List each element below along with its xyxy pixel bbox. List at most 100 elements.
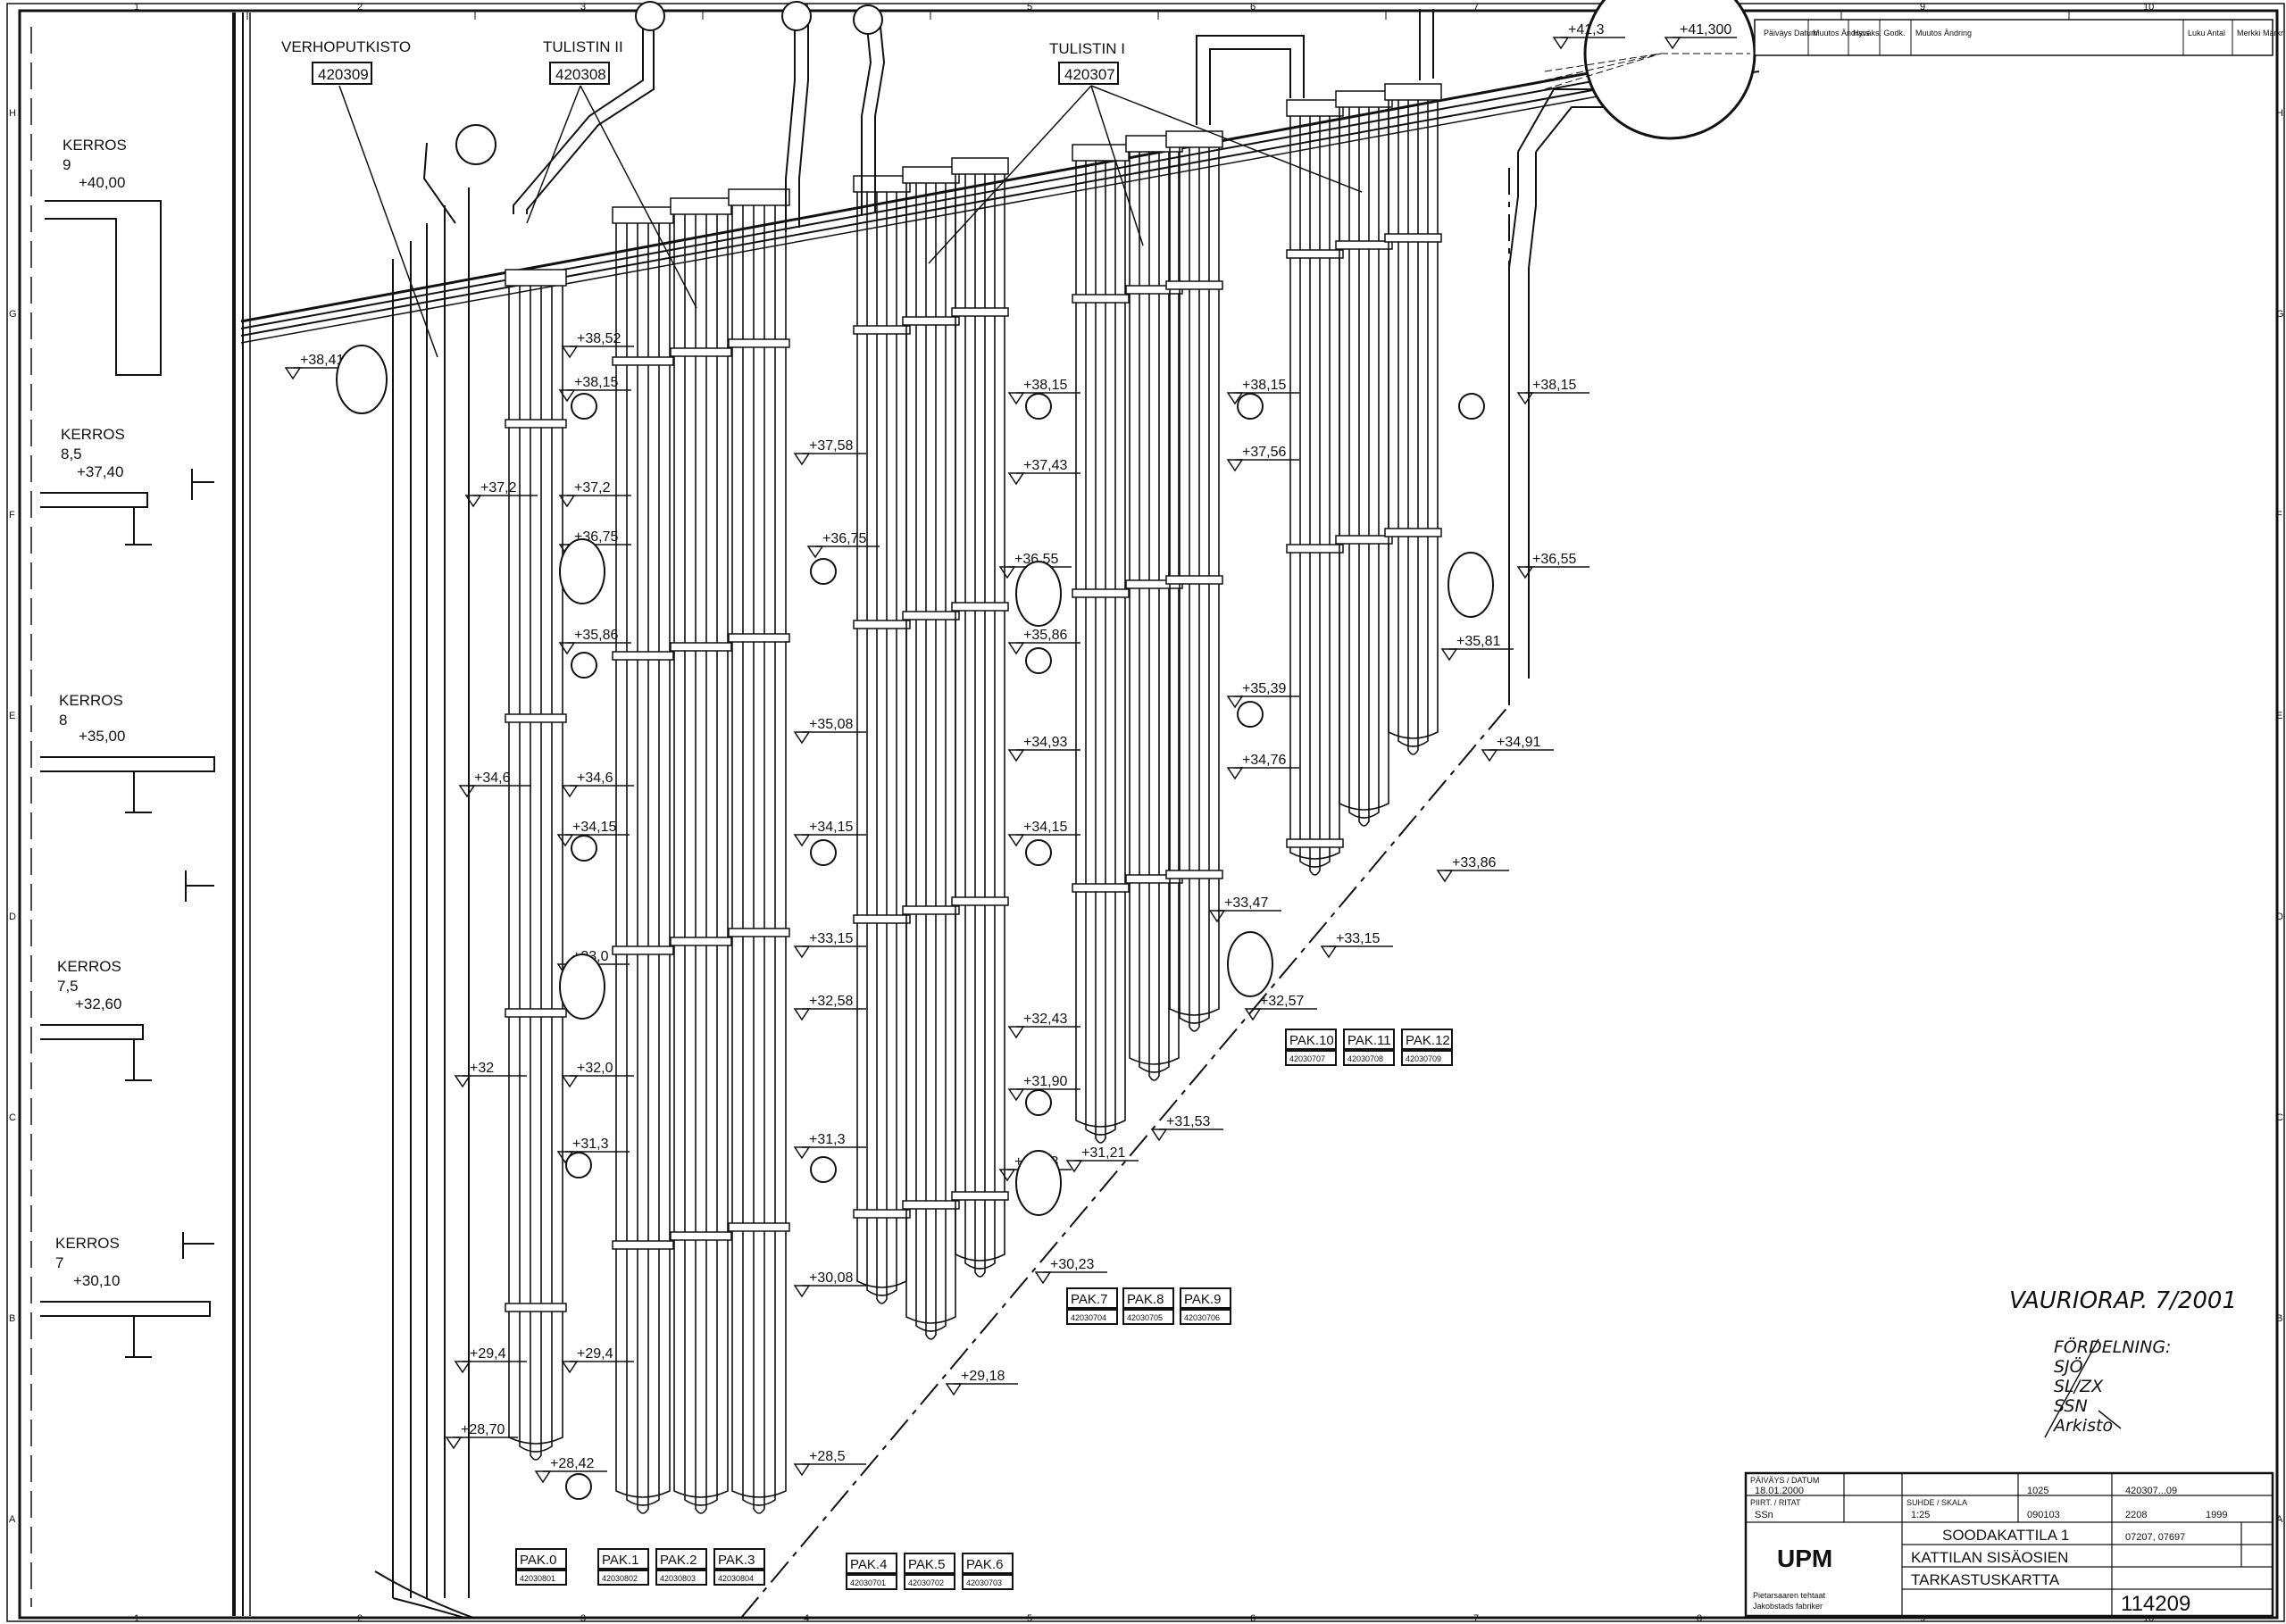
svg-text:SSn: SSn [1755, 1510, 1773, 1520]
row-marker: B [2276, 1313, 2282, 1324]
svg-text:42030804: 42030804 [718, 1574, 754, 1583]
elevation-marker: +32,58 [793, 994, 866, 1021]
tube-package [1335, 90, 1393, 827]
svg-text:KERROS: KERROS [57, 958, 121, 975]
roof-tubes [240, 9, 1760, 679]
handwritten-notes: VAURIORAP. 7/2001 FÖRDELNING: SJÖ SL/ZX … [2009, 1287, 2237, 1438]
svg-text:+38,15: +38,15 [1532, 378, 1576, 393]
svg-text:+28,5: +28,5 [809, 1449, 846, 1464]
svg-text:+38,15: +38,15 [1242, 378, 1286, 393]
svg-text:SL/ZX: SL/ZX [2054, 1377, 2104, 1396]
svg-text:PAK.4: PAK.4 [850, 1557, 887, 1572]
svg-text:+28,42: +28,42 [550, 1456, 594, 1471]
svg-text:+32,60: +32,60 [75, 995, 121, 1012]
svg-text:PAK.2: PAK.2 [660, 1553, 697, 1568]
row-marker: C [2276, 1112, 2283, 1123]
svg-text:Merkki Märkn: Merkki Märkn [2237, 29, 2285, 37]
elevation-marker: +37,2 [558, 480, 631, 508]
svg-text:Muutos Ändrars: Muutos Ändrars [1813, 29, 1870, 37]
elevation-marker: +30,23 [1034, 1257, 1107, 1285]
svg-text:PAK.3: PAK.3 [718, 1553, 755, 1568]
column-marker: 10 [2143, 2, 2154, 12]
tube-package [670, 197, 732, 1514]
svg-text:+34,6: +34,6 [577, 770, 613, 786]
row-marker: A [2276, 1514, 2283, 1525]
column-marker: 8 [1697, 1613, 1702, 1624]
plant-name: SOODAKATTILA 1 [1942, 1527, 2069, 1544]
tube-package [505, 269, 567, 1461]
svg-text:+40,00: +40,00 [79, 174, 125, 191]
svg-text:07207, 07697: 07207, 07697 [2125, 1532, 2185, 1543]
svg-text:7: 7 [55, 1254, 63, 1271]
boiler-wall [30, 12, 474, 1619]
svg-text:+35,86: +35,86 [1023, 628, 1067, 643]
outer-frame [6, 3, 2285, 1622]
row-marker: E [9, 711, 15, 721]
section-name-verhoputkisto: VERHOPUTKISTO [281, 38, 411, 55]
svg-text:PAK.11: PAK.11 [1347, 1033, 1391, 1048]
svg-text:42030803: 42030803 [660, 1574, 696, 1583]
row-marker: D [9, 912, 16, 922]
svg-text:KERROS: KERROS [61, 426, 125, 443]
svg-text:+32,57: +32,57 [1260, 994, 1304, 1009]
svg-text:Muutos Ändring: Muutos Ändring [1915, 29, 1972, 37]
svg-text:+37,43: +37,43 [1023, 458, 1067, 473]
elevation-marker: +34,15 [556, 820, 630, 847]
svg-text:PAK.5: PAK.5 [908, 1557, 945, 1572]
svg-text:PÄIVÄYS / DATUM: PÄIVÄYS / DATUM [1750, 1476, 1819, 1485]
section-code-420307: 420307 [1064, 66, 1115, 83]
elevation-marker: +37,43 [1007, 458, 1080, 486]
svg-text:+31,90: +31,90 [1023, 1074, 1067, 1089]
svg-text:+31,3: +31,3 [809, 1132, 846, 1147]
elevation-marker: +33,15 [793, 931, 866, 959]
svg-text:1999: 1999 [2206, 1510, 2227, 1520]
tube-package [1286, 99, 1344, 876]
svg-text:8,5: 8,5 [61, 446, 82, 462]
elevation-marker: +34,76 [1226, 753, 1299, 780]
tube-package [951, 157, 1009, 1278]
svg-text:+34,15: +34,15 [809, 820, 853, 835]
damage-report-note: VAURIORAP. 7/2001 [2009, 1287, 2237, 1314]
tube-package [1165, 130, 1223, 1032]
company-logo: UPM [1777, 1545, 1832, 1572]
row-marker: H [9, 108, 16, 119]
svg-text:Jakobstads fabriker: Jakobstads fabriker [1753, 1602, 1823, 1611]
svg-text:8: 8 [59, 712, 67, 729]
svg-text:1025: 1025 [2027, 1486, 2048, 1496]
svg-text:+31,21: +31,21 [1081, 1145, 1125, 1161]
elevation-marker: +35,39 [1226, 681, 1299, 709]
svg-text:+30,08: +30,08 [809, 1270, 853, 1286]
column-marker: 2 [357, 2, 363, 12]
elevation-marker: +35,08 [793, 717, 866, 745]
svg-text:42030707: 42030707 [1289, 1054, 1325, 1063]
column-marker: 4 [804, 1613, 809, 1624]
drawing-frame [18, 9, 2279, 1620]
svg-text:7,5: 7,5 [57, 978, 79, 995]
svg-text:42030801: 42030801 [520, 1574, 555, 1583]
row-marker: E [2276, 711, 2282, 721]
column-marker: 5 [1027, 2, 1032, 12]
svg-text:+32,43: +32,43 [1023, 1012, 1067, 1027]
package-tag: PAK.3 42030804 [713, 1548, 765, 1586]
svg-text:+32,0: +32,0 [577, 1061, 613, 1076]
svg-text:+38,52: +38,52 [577, 331, 621, 346]
column-marker: 3 [580, 2, 586, 12]
elevation-marker: +32,57 [1244, 994, 1317, 1021]
svg-text:42030705: 42030705 [1127, 1313, 1163, 1322]
column-marker: 1 [134, 1613, 139, 1624]
svg-text:42030708: 42030708 [1347, 1054, 1383, 1063]
elevation-marker: +33,47 [1208, 895, 1281, 923]
svg-text:Pietarsaaren tehtaat: Pietarsaaren tehtaat [1753, 1591, 1826, 1600]
svg-text:+38,15: +38,15 [574, 375, 618, 390]
column-marker: 6 [1250, 2, 1256, 12]
column-marker: 1 [134, 2, 139, 12]
drawing-title: TARKASTUSKARTTA [1911, 1571, 2060, 1588]
elevation-marker: +36,75 [806, 531, 880, 559]
svg-text:PAK.1: PAK.1 [602, 1553, 638, 1568]
